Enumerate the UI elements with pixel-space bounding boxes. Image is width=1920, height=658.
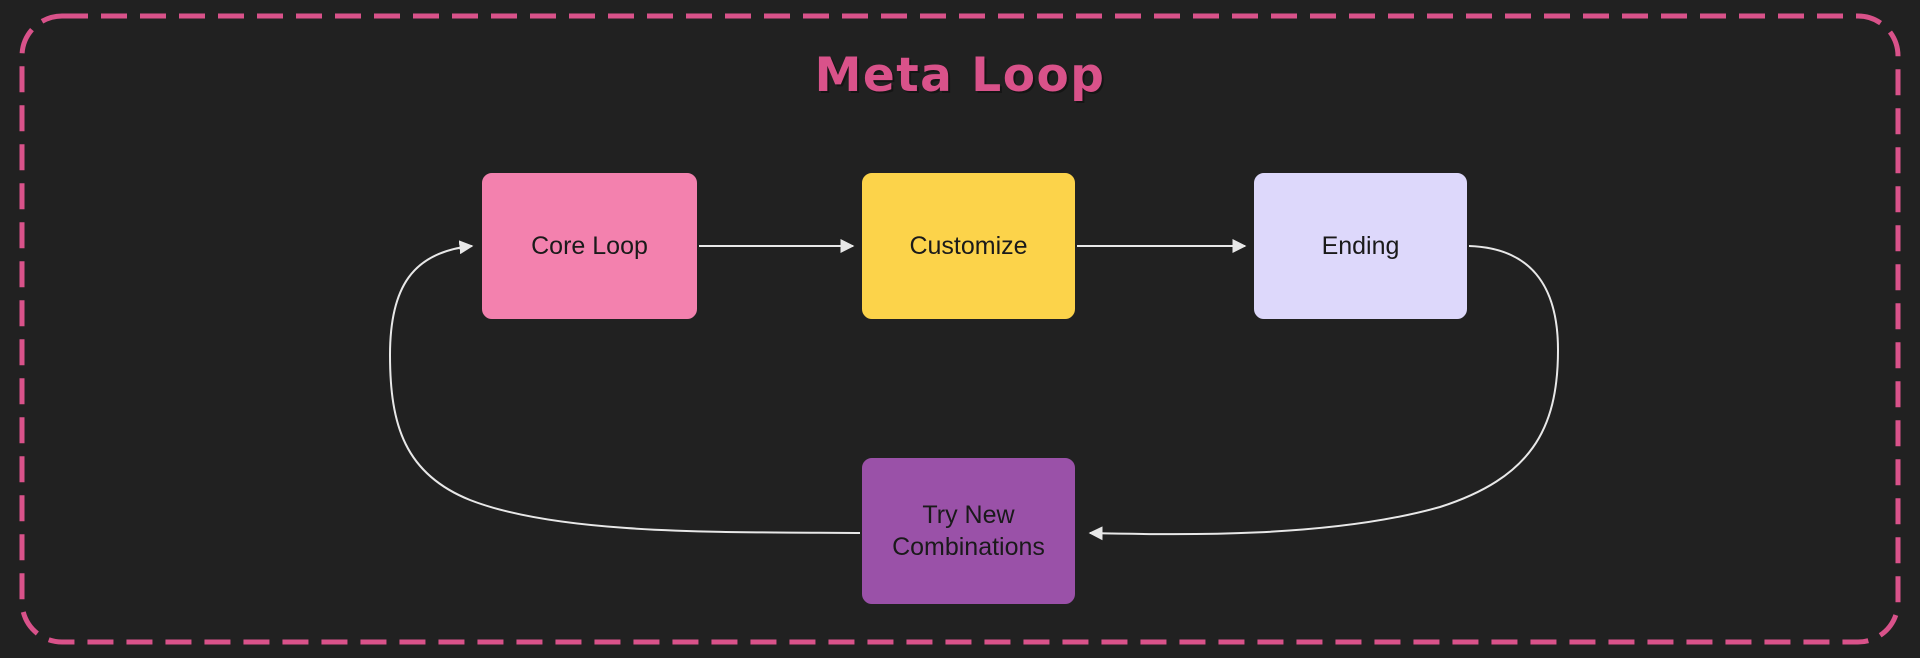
node-try-new-combinations[interactable]: Try New Combinations [862,458,1075,604]
node-core-loop[interactable]: Core Loop [482,173,697,319]
node-try-new-combinations-label: Try New Combinations [892,501,1045,561]
subgraph-border [19,13,1901,645]
node-ending[interactable]: Ending [1254,173,1467,319]
node-customize-label: Customize [909,232,1028,260]
node-customize[interactable]: Customize [862,173,1075,319]
edge-ending-to-try-new [1088,245,1560,541]
node-ending-label: Ending [1321,232,1400,260]
subgraph-title: Meta Loop [814,48,1106,103]
node-core-loop-label: Core Loop [531,232,648,260]
edge-try-new-to-core [388,240,861,534]
